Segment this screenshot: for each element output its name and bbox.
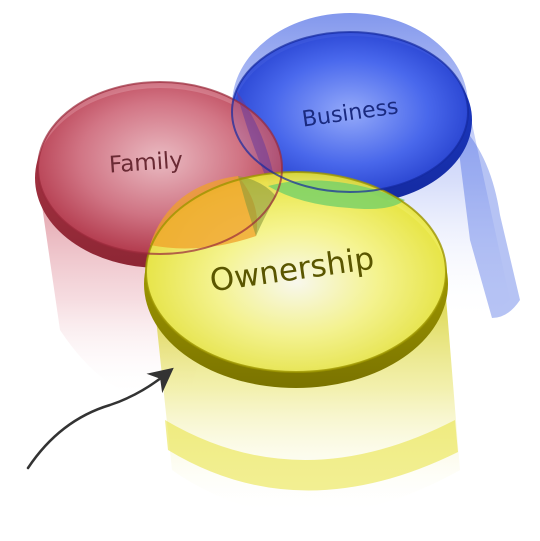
family-ownership-overlap <box>150 176 258 249</box>
family-edge <box>37 81 283 255</box>
business-cylinder-side <box>455 120 520 318</box>
business-circle <box>232 32 468 192</box>
center-overlap <box>238 176 276 236</box>
business-edge <box>231 31 469 193</box>
business-ownership-overlap <box>268 180 405 209</box>
arrow-icon <box>26 367 174 470</box>
ownership-edge <box>145 171 447 373</box>
family-label: Family <box>108 147 184 178</box>
ownership-cylinder-band <box>165 420 458 491</box>
